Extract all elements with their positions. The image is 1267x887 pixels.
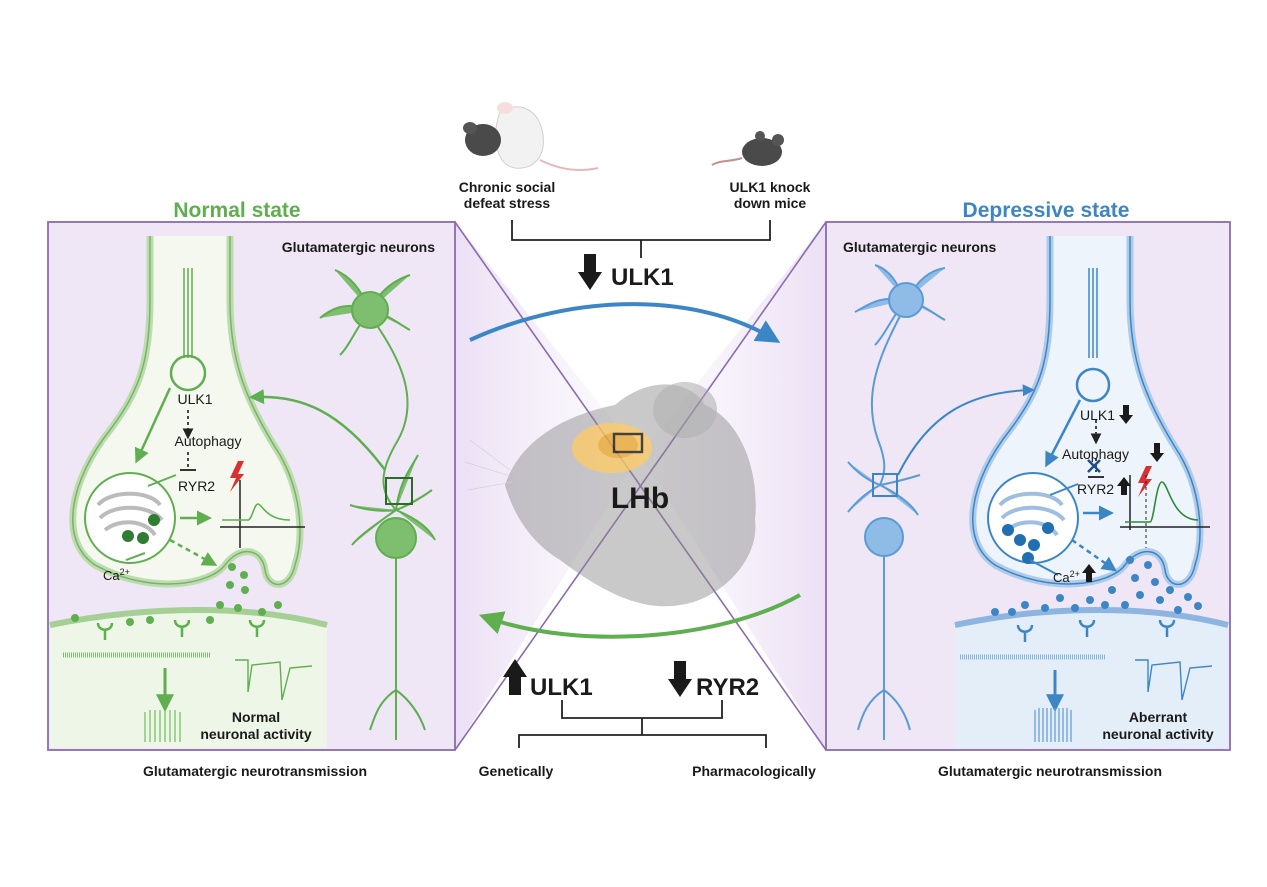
mice-defeat-icon	[463, 102, 599, 171]
lhb-label: LHb	[611, 482, 669, 515]
right-activity-line2: neuronal activity	[1102, 726, 1213, 742]
blue-curved-arrow	[469, 302, 781, 343]
right-footer: Glutamatergic neurotransmission	[938, 763, 1162, 779]
ryr2-bottom-label: RYR2	[696, 674, 759, 701]
knockdown-mouse-icon	[711, 131, 784, 166]
left-neurons-label: Glutamatergic neurons	[282, 239, 435, 255]
depressive-state-title: Depressive state	[963, 199, 1130, 222]
right-neurons-label: Glutamatergic neurons	[843, 239, 996, 255]
cause-right-line1: ULK1 knock	[730, 179, 811, 195]
right-autophagy-label: Autophagy	[1062, 446, 1129, 462]
bottom-bracket	[518, 700, 767, 748]
left-panel	[47, 221, 456, 751]
left-ca-label: Ca2+	[103, 567, 130, 583]
right-action-potential-icon	[1138, 466, 1152, 497]
cause-left-line2: defeat stress	[464, 195, 551, 211]
left-ulk1-label: ULK1	[177, 391, 212, 407]
left-autophagy-label: Autophagy	[175, 433, 242, 449]
rodent-head-icon	[464, 382, 756, 607]
down-arrow-icon	[578, 254, 602, 290]
method-genetically: Genetically	[479, 763, 554, 779]
ryr2-down-arrow-icon	[668, 661, 692, 697]
right-ca-label: Ca2+	[1053, 569, 1080, 585]
left-footer: Glutamatergic neurotransmission	[143, 763, 367, 779]
right-panel	[825, 221, 1231, 751]
up-arrow-icon	[503, 659, 527, 695]
ulk1-result-label: ULK1	[611, 264, 674, 291]
top-bracket	[511, 220, 771, 258]
action-potential-icon	[230, 461, 244, 492]
left-activity-line2: neuronal activity	[200, 726, 311, 742]
right-ulk1-label: ULK1	[1080, 407, 1115, 423]
right-ryr2-label: RYR2	[1077, 481, 1114, 497]
left-ryr2-label: RYR2	[178, 478, 215, 494]
ulk1-bottom-label: ULK1	[530, 674, 593, 701]
method-pharmacologically: Pharmacologically	[692, 763, 816, 779]
cause-right-line2: down mice	[734, 195, 807, 211]
right-activity-line1: Aberrant	[1129, 709, 1188, 725]
normal-state-title: Normal state	[173, 199, 300, 222]
green-curved-arrow	[478, 593, 801, 639]
left-activity-line1: Normal	[232, 709, 280, 725]
cause-left-line1: Chronic social	[459, 179, 555, 195]
